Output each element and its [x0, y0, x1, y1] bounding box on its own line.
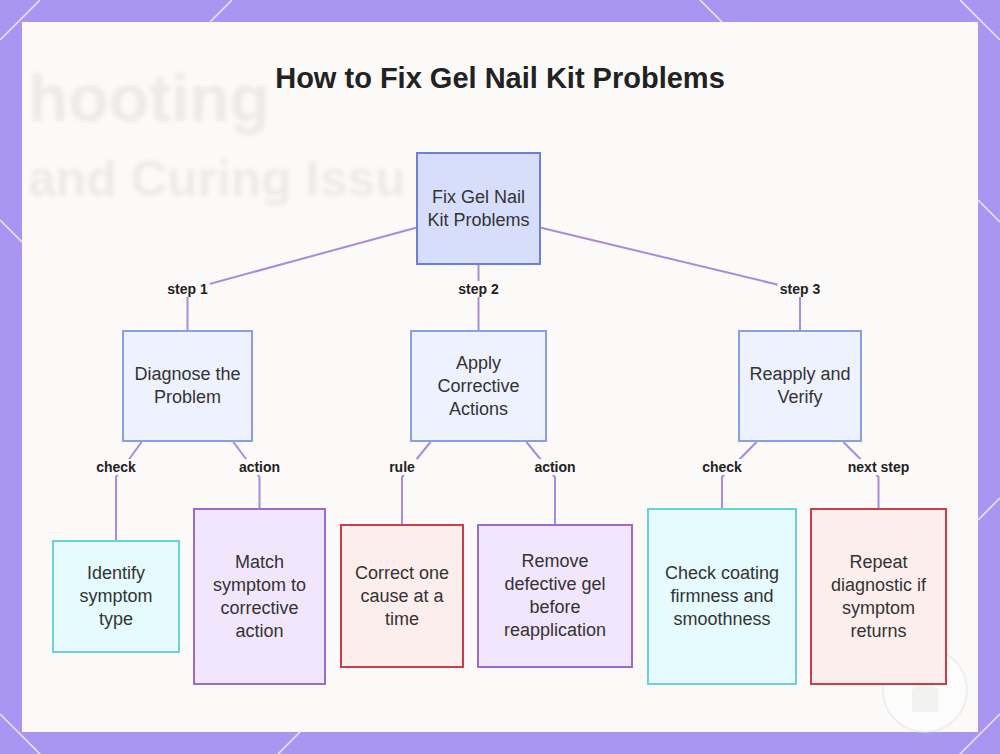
connector-line [843, 442, 878, 508]
edge-label: step 3 [778, 281, 822, 297]
node-text: Remove defective gel before reapplicatio… [487, 550, 623, 642]
edge-label: rule [387, 459, 417, 475]
white-panel [22, 22, 978, 732]
watermark-text: hooting [28, 60, 270, 136]
node-text: Match symptom to corrective action [203, 551, 316, 643]
edge-label: next step [846, 459, 911, 475]
connector-line [116, 442, 142, 540]
connector-line [722, 442, 757, 508]
step-box: Apply Corrective Actions [410, 330, 547, 442]
node-text: Diagnose the Problem [132, 363, 243, 409]
edge-label: action [237, 459, 282, 475]
next-step-box: Repeat diagnostic if symptom returns [810, 508, 947, 685]
node-text-group: Remove defective gel before reapplicatio… [487, 550, 623, 642]
connector-line [478, 265, 480, 330]
node-text: Correct one cause at a time [350, 562, 454, 631]
node-text-group: Diagnose the Problem [132, 363, 243, 409]
node-text: Fix Gel Nail Kit Problems [426, 186, 531, 232]
node-text: Identify symptom type [62, 562, 170, 631]
edge-label: action [532, 459, 577, 475]
node-text: Reapply and Verify [748, 363, 852, 409]
node-text-group: Match symptom to corrective action [203, 551, 316, 643]
connector-line [233, 442, 259, 508]
watermark-text: and Curing Issu [28, 150, 406, 208]
edge-label: check [94, 459, 138, 475]
check-box: Check coating firmness and smoothness [647, 508, 797, 685]
edge-label: step 1 [165, 281, 209, 297]
rule-box: Correct one cause at a time [340, 524, 464, 668]
connector-line [402, 442, 431, 524]
node-text: Check coating firmness and smoothness [657, 562, 787, 631]
node-text-group: Reapply and Verify [748, 363, 852, 409]
connector-line [541, 228, 800, 330]
node-text-group: Check coating firmness and smoothness [657, 562, 787, 631]
node-text-group: Correct one cause at a time [350, 562, 454, 631]
connector-line [526, 442, 555, 524]
action-box: Remove defective gel before reapplicatio… [477, 524, 633, 668]
action-box: Match symptom to corrective action [193, 508, 326, 685]
node-text-group: Identify symptom type [62, 562, 170, 631]
node-text: Apply Corrective Actions [420, 352, 537, 421]
connector-line [188, 228, 417, 330]
node-text: Repeat diagnostic if symptom returns [820, 551, 937, 643]
node-text-group: Repeat diagnostic if symptom returns [820, 551, 937, 643]
step-box: Reapply and Verify [738, 330, 862, 442]
node-text-group: Apply Corrective Actions [420, 352, 537, 421]
root-box: Fix Gel Nail Kit Problems [416, 152, 541, 265]
diagram-title: How to Fix Gel Nail Kit Problems [0, 62, 1000, 95]
edge-label: step 2 [456, 281, 500, 297]
step-box: Diagnose the Problem [122, 330, 253, 442]
edge-label: check [700, 459, 744, 475]
check-box: Identify symptom type [52, 540, 180, 653]
node-text-group: Fix Gel Nail Kit Problems [426, 186, 531, 232]
